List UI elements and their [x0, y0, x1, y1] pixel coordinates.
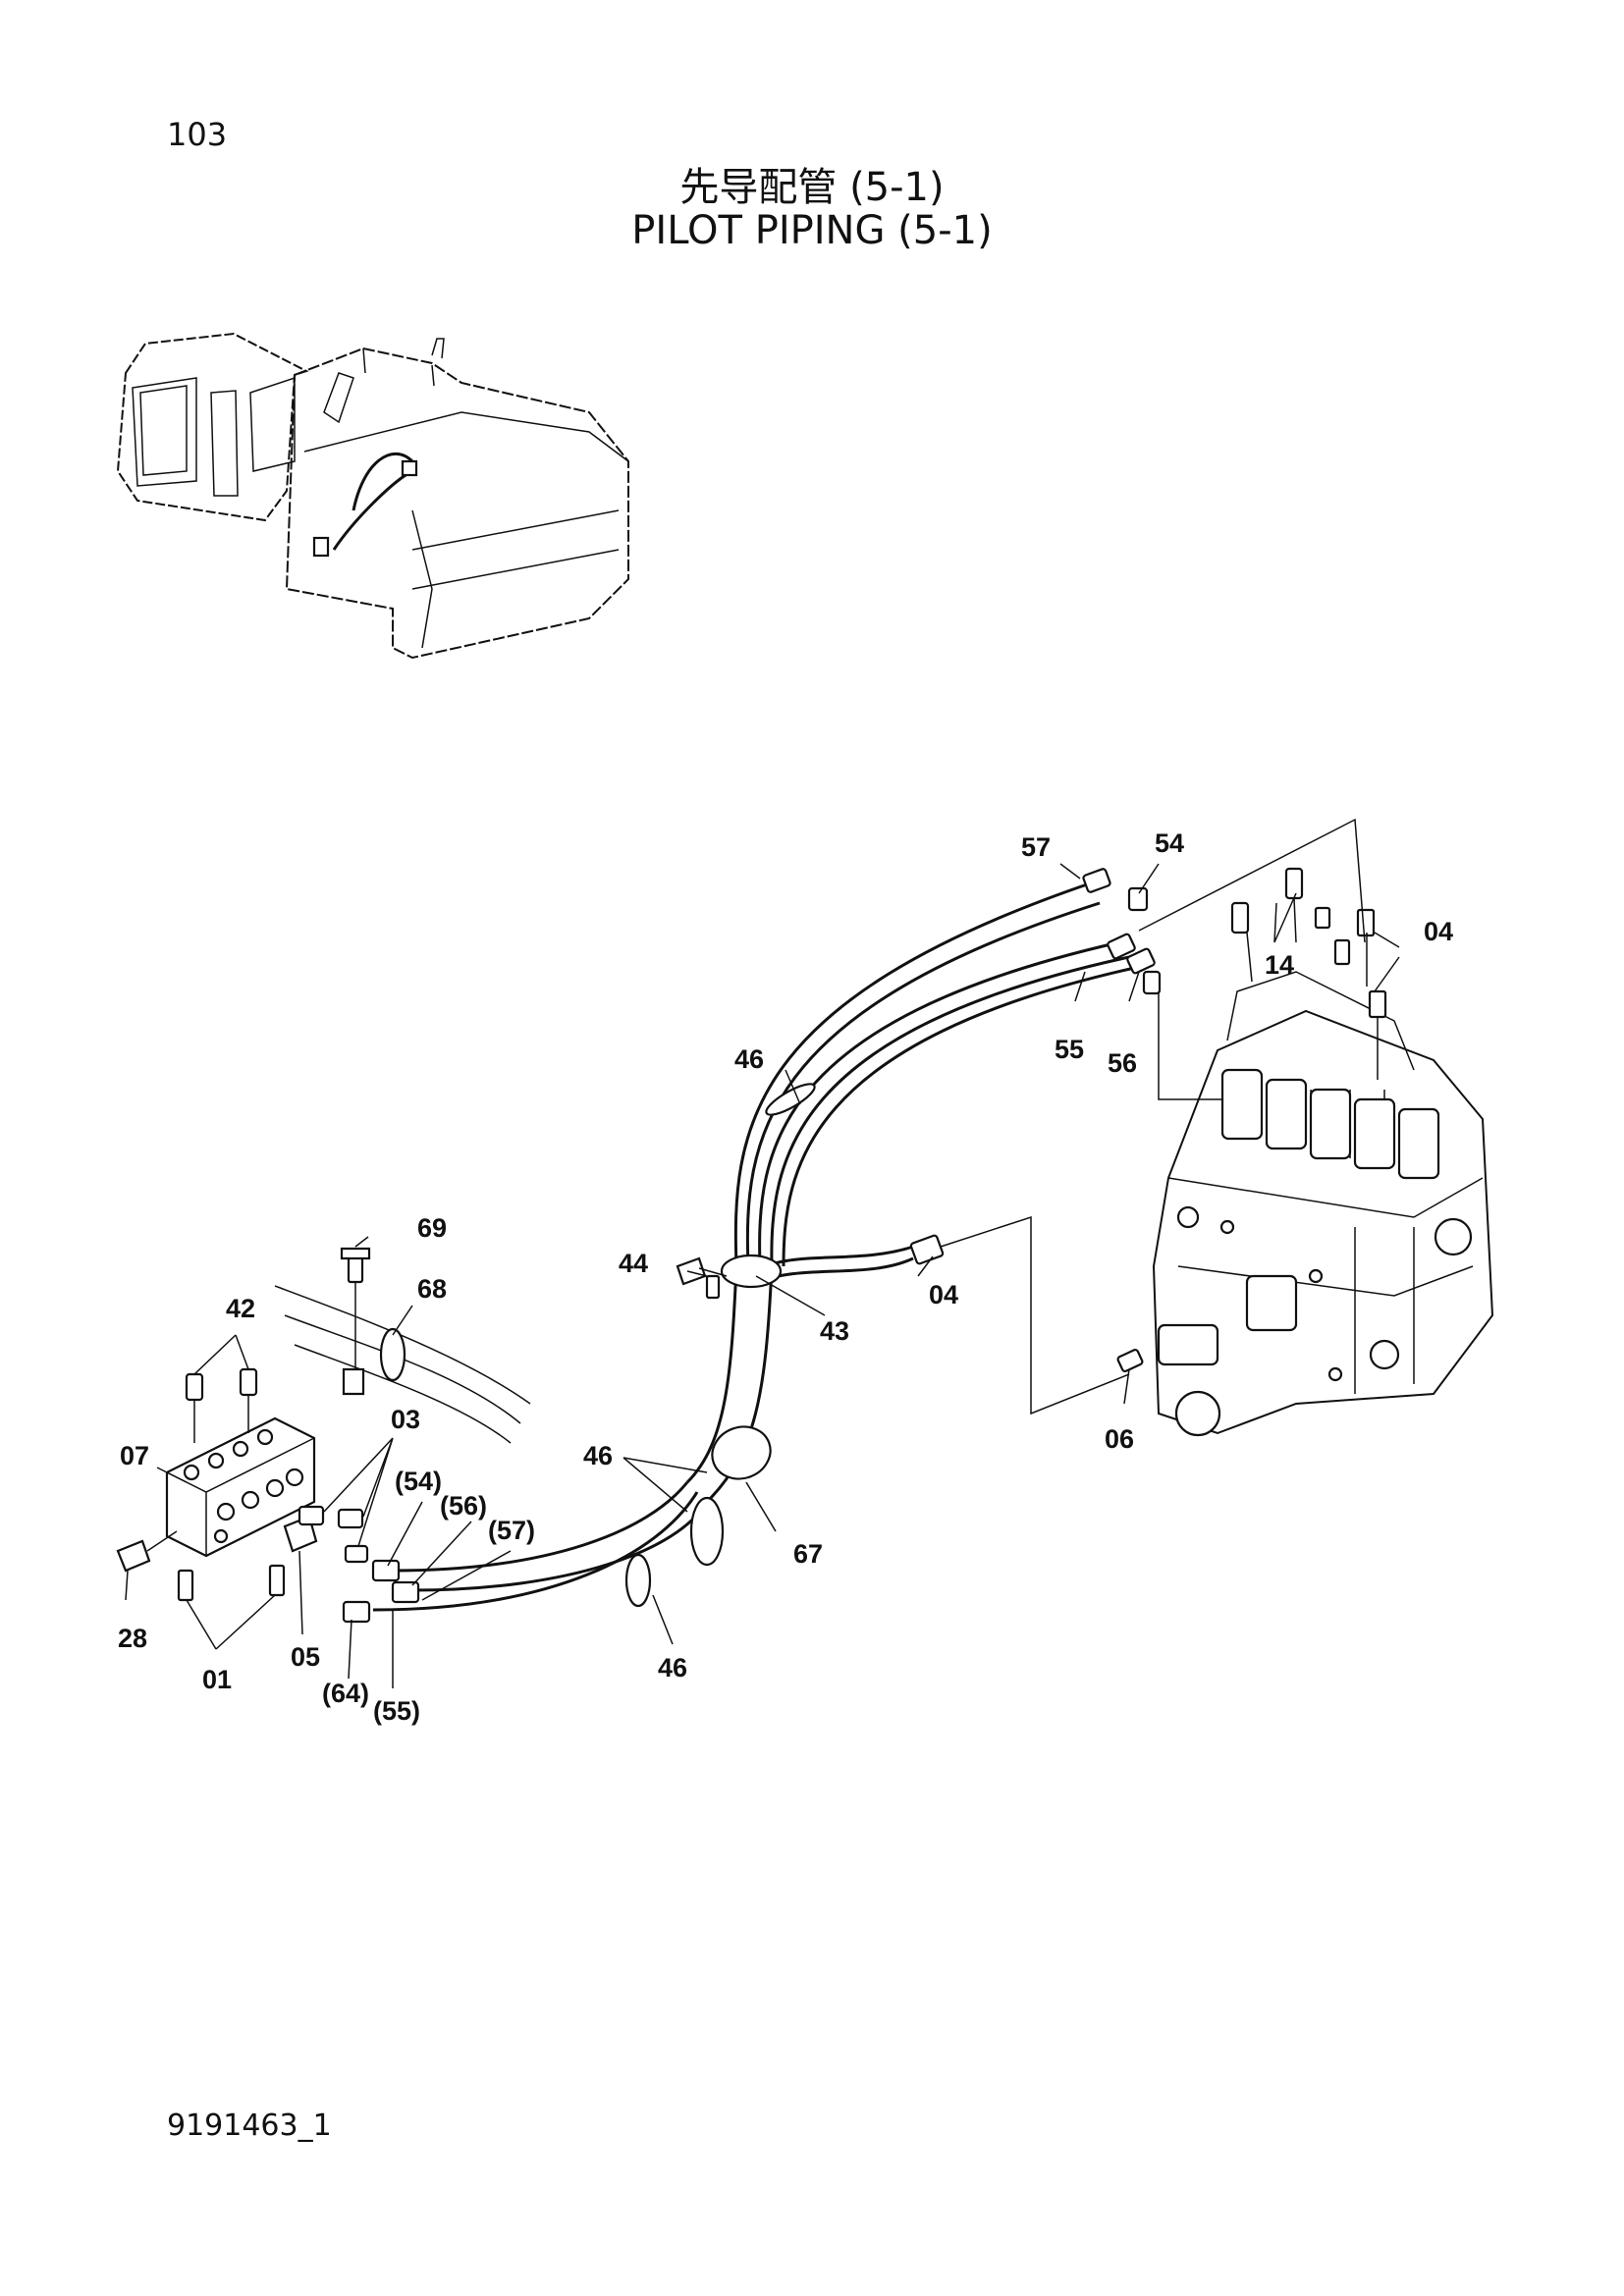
clamp-and-bolt	[676, 1256, 728, 1300]
callout-46-mid: 46	[583, 1441, 613, 1470]
callout-54-top: 54	[1155, 828, 1184, 858]
callout-leader-lines	[125, 818, 1400, 1688]
document-number: 9191463_1	[167, 2109, 332, 2143]
callout-28: 28	[118, 1624, 147, 1653]
valve-fittings	[1230, 867, 1387, 1080]
page-title-english: PILOT PIPING (5-1)	[631, 208, 993, 253]
callout-04-mid: 04	[929, 1280, 958, 1309]
callout-46-top: 46	[734, 1044, 764, 1074]
callout-01: 01	[202, 1665, 232, 1694]
callout-64-paren: (64)	[322, 1679, 369, 1708]
callout-43: 43	[820, 1316, 849, 1346]
control-valve-assembly	[1152, 971, 1494, 1437]
bracket-68-69	[274, 1247, 531, 1444]
callout-06: 06	[1105, 1424, 1134, 1454]
callout-54-paren: (54)	[395, 1467, 442, 1496]
callout-05: 05	[291, 1642, 320, 1672]
page-title-chinese: 先导配管 (5-1)	[679, 165, 945, 210]
callout-67: 67	[793, 1539, 823, 1569]
fitting-06	[1116, 1348, 1144, 1373]
callout-labels: 57 54 14 04 55 56 46 69 68 44 43 04 42 0…	[118, 828, 1453, 1726]
callout-44: 44	[619, 1249, 648, 1278]
callout-04-top: 04	[1424, 917, 1453, 946]
callout-57-top: 57	[1021, 832, 1051, 862]
excavator-overview-drawing	[116, 332, 629, 660]
callout-69: 69	[417, 1213, 447, 1243]
callout-68: 68	[417, 1274, 447, 1304]
callout-56-paren: (56)	[440, 1491, 487, 1521]
callout-14: 14	[1265, 950, 1294, 980]
page-number: 103	[167, 116, 228, 153]
manifold-block	[116, 1367, 369, 1602]
pilot-hose-bundle	[342, 868, 1162, 1624]
callout-07: 07	[120, 1441, 149, 1470]
callout-03: 03	[391, 1405, 420, 1434]
callout-55-paren: (55)	[373, 1696, 420, 1726]
callout-42: 42	[226, 1294, 255, 1323]
callout-57-paren: (57)	[488, 1516, 535, 1545]
callout-55-top: 55	[1055, 1035, 1084, 1064]
callout-46-bottom: 46	[658, 1653, 687, 1682]
callout-56-top: 56	[1108, 1048, 1137, 1078]
